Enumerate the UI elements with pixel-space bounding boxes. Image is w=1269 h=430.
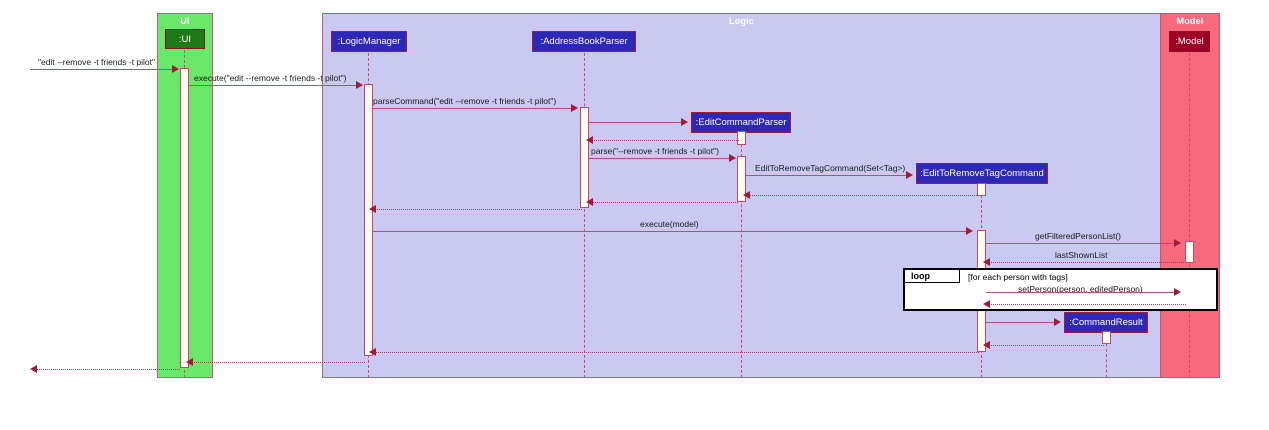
lifeline-command-result xyxy=(1106,333,1107,378)
message-line-m12 xyxy=(986,243,1176,244)
package-logic-label: Logic xyxy=(729,16,754,26)
message-arrow-m15 xyxy=(983,300,990,308)
lifeline-model xyxy=(1189,53,1190,378)
message-label-m6: parse("--remove -t friends -t pilot") xyxy=(591,146,719,156)
message-line-m8-return xyxy=(748,195,979,196)
participant-logic-manager-label: :LogicManager xyxy=(337,36,401,47)
activation-logic-manager xyxy=(364,84,373,356)
message-arrow-m14 xyxy=(1174,288,1181,296)
participant-command-result-label: :CommandResult xyxy=(1069,317,1143,328)
message-line-m18-return xyxy=(375,352,979,353)
message-arrow-m17 xyxy=(983,341,990,349)
message-arrow-m20 xyxy=(30,365,37,373)
fragment-loop-operator: loop xyxy=(911,271,930,281)
message-line-m6 xyxy=(589,158,731,159)
package-model-label: Model xyxy=(1176,16,1204,26)
participant-edit-to-remove-tag-command[interactable]: :EditToRemoveTagCommand xyxy=(916,163,1048,184)
message-line-m13-return xyxy=(988,262,1186,263)
participant-logic-manager[interactable]: :LogicManager xyxy=(331,31,407,52)
message-line-m3 xyxy=(373,108,573,109)
message-line-m20-return xyxy=(35,369,180,370)
activation-edit-command-parser-parse xyxy=(737,156,746,202)
message-arrow-m6 xyxy=(729,154,736,162)
participant-address-book-parser-label: :AddressBookParser xyxy=(540,36,628,47)
participant-edit-to-remove-tag-command-label: :EditToRemoveTagCommand xyxy=(920,168,1044,179)
message-arrow-m9 xyxy=(586,198,593,206)
message-arrow-m11 xyxy=(966,227,973,235)
message-arrow-m7 xyxy=(906,171,913,179)
message-label-m2: execute("edit --remove -t friends -t pil… xyxy=(194,73,347,83)
message-line-m5-return xyxy=(591,140,739,141)
message-line-m15-return xyxy=(988,304,1186,305)
activation-edit-command-parser-create xyxy=(737,131,746,145)
message-arrow-m4 xyxy=(681,118,688,126)
message-line-m2 xyxy=(189,85,358,86)
message-line-m4-create-edit-command-parser xyxy=(589,122,683,123)
message-arrow-m10 xyxy=(369,205,376,213)
participant-edit-command-parser-label: :EditCommandParser xyxy=(695,117,787,128)
activation-command-result xyxy=(1102,331,1111,344)
participant-command-result[interactable]: :CommandResult xyxy=(1064,312,1148,333)
message-label-m3: parseCommand("edit --remove -t friends -… xyxy=(373,96,557,106)
activation-model-get-list xyxy=(1185,241,1194,263)
message-line-m16-create-command-result xyxy=(986,322,1056,323)
lifeline-edit-command-parser xyxy=(741,134,742,378)
message-line-m7 xyxy=(746,175,908,176)
participant-address-book-parser[interactable]: :AddressBookParser xyxy=(532,31,636,52)
participant-edit-command-parser[interactable]: :EditCommandParser xyxy=(691,112,791,133)
activation-ui xyxy=(180,68,189,368)
message-label-m11: execute(model) xyxy=(640,219,699,229)
message-arrow-m18 xyxy=(369,348,376,356)
message-arrow-m2 xyxy=(356,81,363,89)
message-arrow-m16 xyxy=(1054,318,1061,326)
participant-ui[interactable]: :UI xyxy=(165,29,205,49)
activation-edit-to-remove-tag-command-create xyxy=(977,183,986,196)
lifeline-address-book-parser xyxy=(584,53,585,378)
message-line-m9-return xyxy=(591,202,738,203)
message-line-m11 xyxy=(373,231,968,232)
participant-model-label: :Model xyxy=(1175,36,1204,47)
message-label-m13: lastShownList xyxy=(1055,250,1108,260)
message-label-m1: "edit --remove -t friends -t pilot" xyxy=(38,57,156,67)
message-label-m7: EditToRemoveTagCommand(Set<Tag>) xyxy=(755,163,906,173)
message-arrow-m3 xyxy=(571,104,578,112)
message-line-m10-return xyxy=(375,209,582,210)
message-line-m1 xyxy=(30,69,174,70)
fragment-loop-tab xyxy=(905,270,960,283)
message-line-m17-return xyxy=(988,345,1104,346)
message-arrow-m5 xyxy=(586,136,593,144)
participant-ui-label: :UI xyxy=(178,33,192,45)
message-line-m14 xyxy=(986,292,1176,293)
message-arrow-m1 xyxy=(172,65,179,73)
participant-model[interactable]: :Model xyxy=(1169,31,1210,52)
message-arrow-m12 xyxy=(1174,239,1181,247)
message-arrow-m13 xyxy=(983,258,990,266)
package-model: Model xyxy=(1160,13,1220,378)
activation-address-book-parser xyxy=(580,107,589,208)
fragment-loop-guard: [for each person with tags] xyxy=(968,272,1068,282)
message-arrow-m19 xyxy=(186,358,193,366)
message-label-m12: getFilteredPersonList() xyxy=(1035,231,1121,241)
message-arrow-m8 xyxy=(743,191,750,199)
package-ui-label: UI xyxy=(180,16,190,26)
message-label-m14: setPerson(person, editedPerson) xyxy=(1018,284,1143,294)
message-line-m19-return xyxy=(191,362,365,363)
